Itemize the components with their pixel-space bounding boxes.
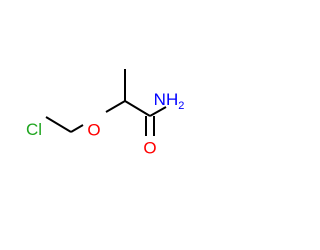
atom-label-o-carbonyl: O — [143, 138, 156, 157]
atom-label-cl: Cl — [26, 120, 42, 139]
bond-cl-c1 — [45, 116, 72, 133]
bond-camide-n — [149, 106, 167, 117]
atom-label-n: N — [154, 90, 166, 109]
atom-label-nh2: NH2 — [154, 90, 185, 111]
molecule-diagram: Cl O NH2 O — [26, 69, 185, 157]
bond-c1-o — [70, 124, 84, 133]
bond-o-c2 — [105, 100, 126, 113]
atom-label-h: H — [166, 90, 178, 109]
atom-label-o-ether: O — [87, 120, 100, 139]
bond-c2-camide — [124, 100, 151, 117]
atom-label-h-count: 2 — [178, 100, 184, 112]
